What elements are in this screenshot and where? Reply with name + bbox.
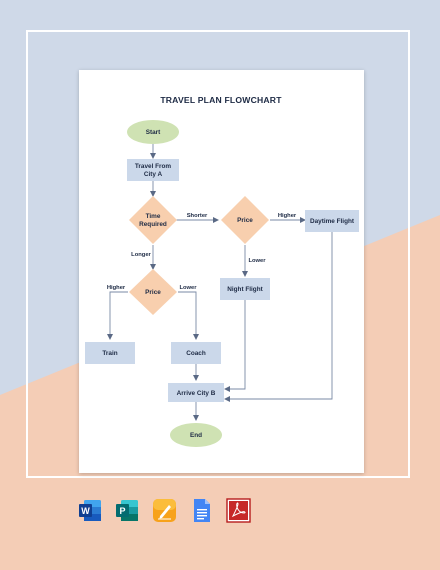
edge-daytime-arrive	[224, 232, 333, 402]
daytime-flight-label: Daytime Flight	[310, 218, 355, 225]
edge-label-shorter: Shorter	[187, 213, 208, 219]
edge-price-train	[107, 291, 128, 340]
travel-from-process	[127, 159, 179, 181]
start-terminal	[127, 120, 179, 144]
edge-label-higher-right: Higher	[278, 213, 297, 219]
coach-label: Coach	[186, 350, 206, 357]
word-icon[interactable]: W	[78, 498, 103, 523]
daytime-flight-process	[305, 210, 359, 232]
start-label: Start	[146, 129, 161, 136]
train-label: Train	[102, 350, 117, 357]
edge-label-higher-left: Higher	[107, 285, 126, 291]
connectors	[107, 144, 333, 421]
arrive-city-b-process	[168, 383, 224, 402]
train-process	[85, 342, 135, 364]
edge-label-lower-right: Lower	[248, 258, 266, 264]
edge-label-longer: Longer	[131, 252, 151, 258]
publisher-icon[interactable]: P	[115, 498, 140, 523]
end-label: End	[190, 432, 202, 439]
price-decision-left	[129, 269, 177, 315]
time-required-label-line1: Time	[146, 213, 161, 220]
price-decision-right	[221, 196, 269, 244]
edge-night-arrive	[224, 300, 246, 392]
edge-price-coach	[178, 291, 199, 340]
flowchart: TRAVEL PLAN FLOWCHART Shorter Longer Hig…	[85, 95, 359, 447]
document-page: TRAVEL PLAN FLOWCHART Shorter Longer Hig…	[79, 70, 364, 473]
pdf-icon[interactable]	[226, 498, 251, 523]
time-required-decision	[129, 196, 177, 244]
pages-icon[interactable]	[152, 498, 177, 523]
night-flight-process	[220, 278, 270, 300]
end-terminal	[170, 423, 222, 447]
coach-process	[171, 342, 221, 364]
time-required-label-line2: Required	[139, 221, 167, 228]
edge-label-lower-left: Lower	[179, 285, 197, 291]
flowchart-title: TRAVEL PLAN FLOWCHART	[160, 95, 282, 105]
google-docs-icon[interactable]	[189, 498, 214, 523]
svg-text:W: W	[81, 506, 90, 516]
travel-from-label-line1: Travel From	[135, 163, 172, 170]
night-flight-label: Night Flight	[227, 286, 263, 293]
file-format-icons: W P	[78, 498, 258, 524]
svg-text:P: P	[119, 506, 125, 516]
arrive-city-b-label: Arrive City B	[177, 390, 216, 397]
price-right-label: Price	[237, 217, 253, 224]
travel-from-label-line2: City A	[144, 171, 163, 178]
price-left-label: Price	[145, 289, 161, 296]
decorative-frame	[26, 30, 410, 478]
